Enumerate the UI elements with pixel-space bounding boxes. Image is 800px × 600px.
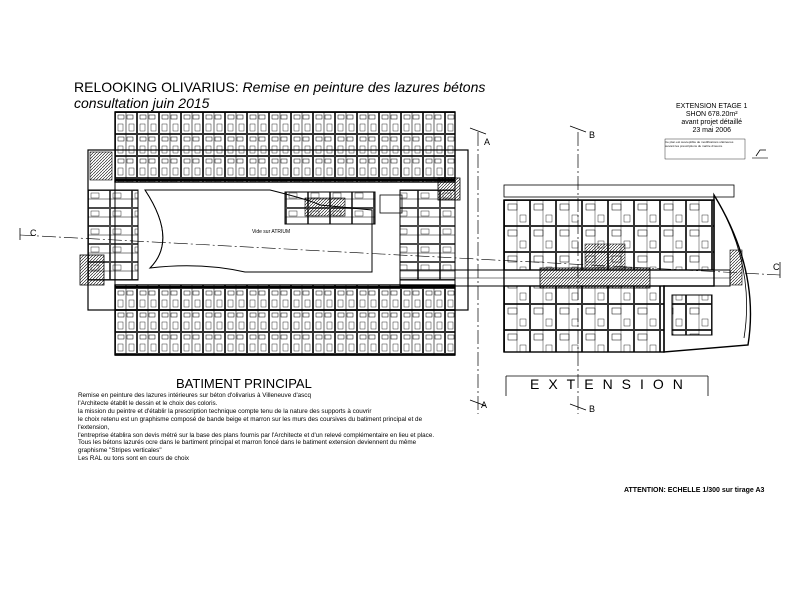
description-line: Les RAL ou tons sont en cours de choix [78,455,190,463]
section-label-a: A [484,137,490,147]
extension-info-line: EXTENSION ETAGE 1 [676,103,748,110]
tiny-note-frame [664,138,746,160]
main-building [79,111,469,356]
section-label-a: A [481,400,487,410]
drawing-title: RELOOKING OLIVARIUS: Remise en peinture … [74,79,486,95]
description-line: le choix retenu est un graphisme composé… [78,415,423,423]
description-line: la mission du peintre et d'établir la pr… [78,407,372,415]
section-line-c [19,228,781,278]
extension-info-line: avant projet détaillé [681,119,743,126]
section-label-b: B [589,404,595,414]
description-line: l'Architecte établit le dessin et le cho… [78,399,218,407]
section-line-a [469,127,487,414]
section-line-b [569,125,587,414]
extension-label: EXTENSION [530,376,692,392]
tiny-note: Ce plan est susceptible de modifications… [665,140,734,148]
extension-building [503,184,752,353]
atrium-label: Vide sur ATRIUM [252,229,290,235]
extension-info-line: SHON 678.20m² [685,111,738,118]
scale-notice: ATTENTION: ECHELLE 1/300 sur tirage A3 [624,487,765,494]
drawing-subtitle: consultation juin 2015 [74,95,210,111]
description-line: Tous les bétons lazurés ocre dans le bar… [78,439,417,447]
extension-info-block: EXTENSION ETAGE 1 SHON 678.20m² avant pr… [676,103,747,135]
description-line: graphisme "Stripes verticales" [78,447,162,455]
description-line: Remise en peinture des lazures intérieur… [78,392,311,399]
level-marker-icon [752,149,768,159]
extension-info-line: 23 mai 2006 [692,127,731,134]
batiment-description: Remise en peinture des lazures intérieur… [78,392,434,463]
description-line: l'entreprise établira son devis métré su… [78,431,435,439]
section-label-c: C [773,262,780,272]
section-label-b: B [589,130,595,140]
description-line: l'extension, [78,423,110,431]
batiment-principal-title: BATIMENT PRINCIPAL [176,376,312,391]
extension-label-frame [505,375,709,396]
section-label-c: C [30,228,37,238]
